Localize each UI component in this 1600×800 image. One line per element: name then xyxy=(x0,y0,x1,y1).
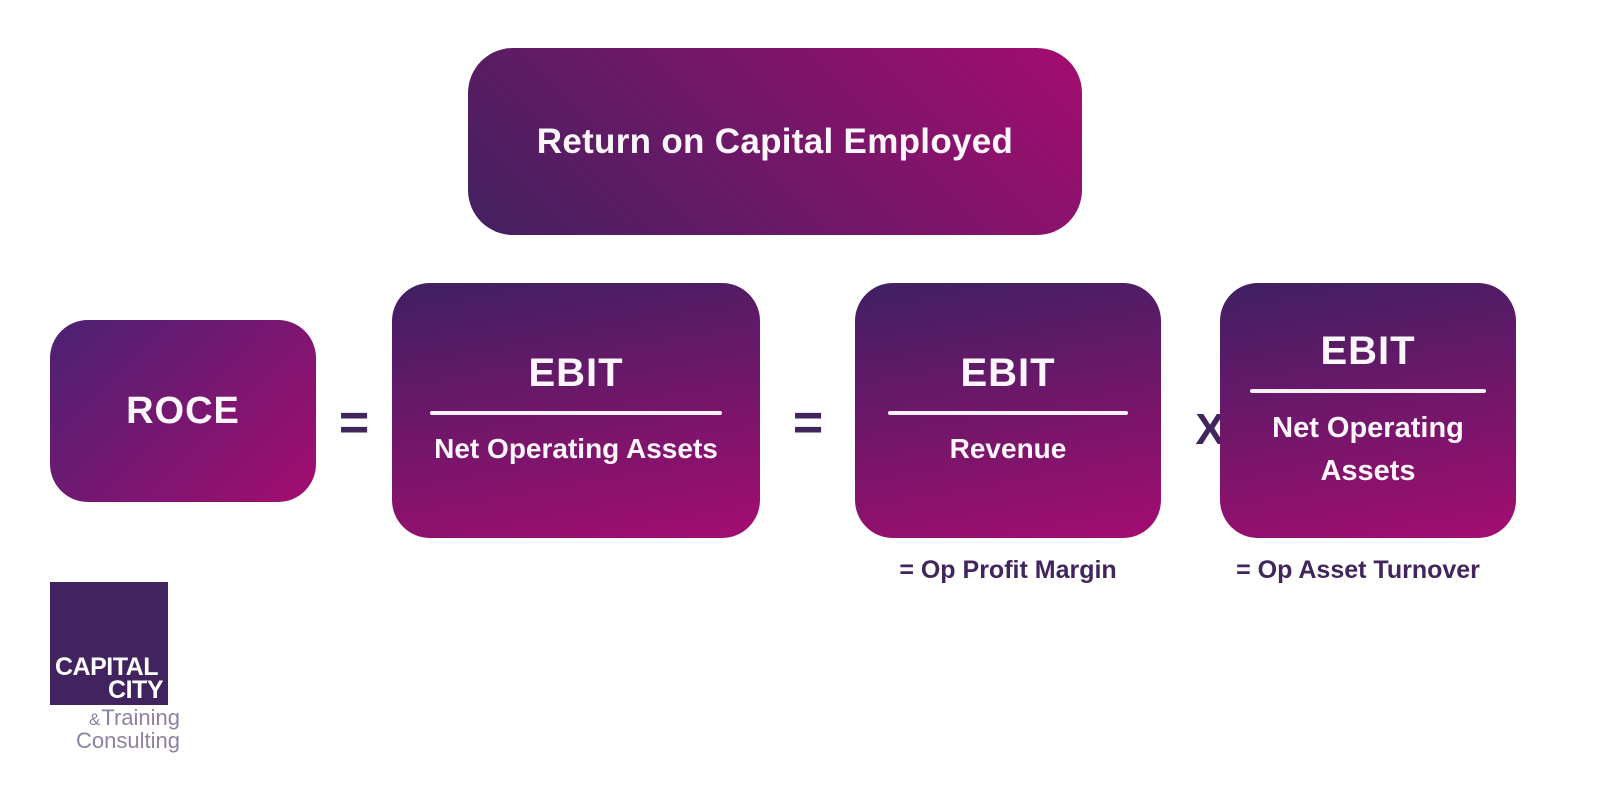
logo-training-text: Training xyxy=(101,705,180,730)
ebit-over-net-operating-assets-box: EBIT Net Operating Assets xyxy=(392,283,760,538)
logo-training-line: &Training xyxy=(50,707,180,729)
logo-consulting-text: Consulting xyxy=(76,728,180,753)
logo-subtext: &Training Consulting xyxy=(50,707,180,752)
multiply-sign: X xyxy=(1195,405,1225,454)
equals-sign-2: = xyxy=(792,394,824,452)
capital-city-logo: CAPITAL CITY &Training Consulting xyxy=(50,582,180,752)
page-title: Return on Capital Employed xyxy=(536,121,1014,161)
logo-square: CAPITAL CITY xyxy=(50,582,168,705)
equals-sign-1: = xyxy=(338,394,370,452)
fraction-bar xyxy=(1250,389,1486,394)
op-asset-turnover-caption: = Op Asset Turnover xyxy=(1236,555,1480,584)
numerator-label: EBIT xyxy=(960,351,1056,396)
logo-city-text: CITY xyxy=(108,676,163,704)
fraction-bar xyxy=(430,411,722,416)
logo-capital-text: CAPITAL xyxy=(55,653,158,681)
title-box: Return on Capital Employed xyxy=(468,48,1082,235)
roce-box: ROCE xyxy=(50,320,316,502)
numerator-label: EBIT xyxy=(528,351,624,396)
op-profit-margin-caption: = Op Profit Margin xyxy=(899,555,1117,584)
denominator-label: Net Operating Assets xyxy=(1272,412,1464,487)
fraction-bar xyxy=(888,411,1128,416)
roce-label: ROCE xyxy=(126,389,240,432)
ebit-over-net-operating-assets-box-2: EBIT Net Operating Assets xyxy=(1220,283,1516,538)
logo-ampersand: & xyxy=(88,710,101,729)
numerator-label: EBIT xyxy=(1320,329,1416,374)
ebit-over-revenue-box: EBIT Revenue xyxy=(855,283,1161,538)
denominator-label: Net Operating Assets xyxy=(434,433,718,465)
denominator-label: Revenue xyxy=(949,433,1067,465)
